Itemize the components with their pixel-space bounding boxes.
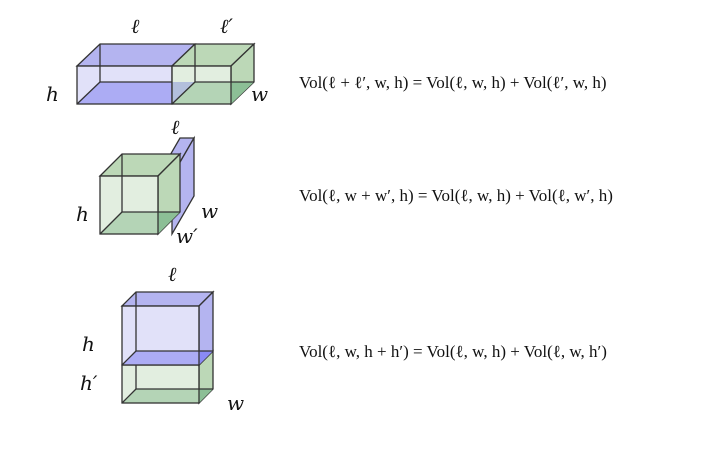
blue-box-floor-edge (121, 350, 137, 366)
box-l-blue (75, 43, 197, 105)
label-w: w (251, 82, 268, 106)
box-wprime-green (98, 152, 182, 236)
label-l-prime: ℓ′ (220, 14, 233, 38)
label-w: w (227, 391, 244, 415)
label-h: h (76, 202, 89, 226)
label-h-prime: h′ (80, 371, 98, 395)
green-box-floor-edge (121, 388, 137, 404)
green-box-front-face (122, 365, 199, 403)
row-3-height-split: ℓ h h′ w Vol(ℓ, w, h + h′) = Vol(ℓ, w, h… (80, 262, 607, 415)
blue-box-front-outline (121, 305, 200, 366)
label-l: ℓ (131, 14, 140, 38)
row-1-length-split: ℓ ℓ′ h w Vol(ℓ + ℓ′, w, h) = Vol(ℓ, w, h… (46, 14, 607, 106)
label-l: ℓ (171, 115, 180, 139)
label-l: ℓ (168, 262, 177, 286)
equation-length: Vol(ℓ + ℓ′, w, h) = Vol(ℓ, w, h) + Vol(ℓ… (299, 73, 607, 92)
label-w: w (201, 199, 218, 223)
row-2-width-split: ℓ h w w′ Vol(ℓ, w + w′, h) = Vol(ℓ, w, h… (76, 115, 613, 248)
label-h: h (46, 82, 59, 106)
blue-box-front-face (122, 306, 199, 365)
box-hprime-green (121, 349, 214, 405)
box-h-blue (120, 290, 215, 367)
label-h: h (82, 332, 95, 356)
green-box-front-outline (171, 65, 232, 105)
green-box-front-outline (99, 175, 159, 235)
equation-width: Vol(ℓ, w + w′, h) = Vol(ℓ, w, h) + Vol(ℓ… (299, 186, 613, 205)
box-lprime-green (170, 42, 256, 106)
blue-box-front-face (77, 66, 172, 104)
label-w-prime: w′ (176, 224, 198, 248)
blue-box-floor-edge (76, 81, 101, 105)
equation-height: Vol(ℓ, w, h + h′) = Vol(ℓ, w, h) + Vol(ℓ… (299, 342, 607, 361)
green-box-floor-edge (171, 81, 196, 105)
green-box-floor-edge (99, 211, 123, 235)
green-box-front-face (172, 66, 231, 104)
